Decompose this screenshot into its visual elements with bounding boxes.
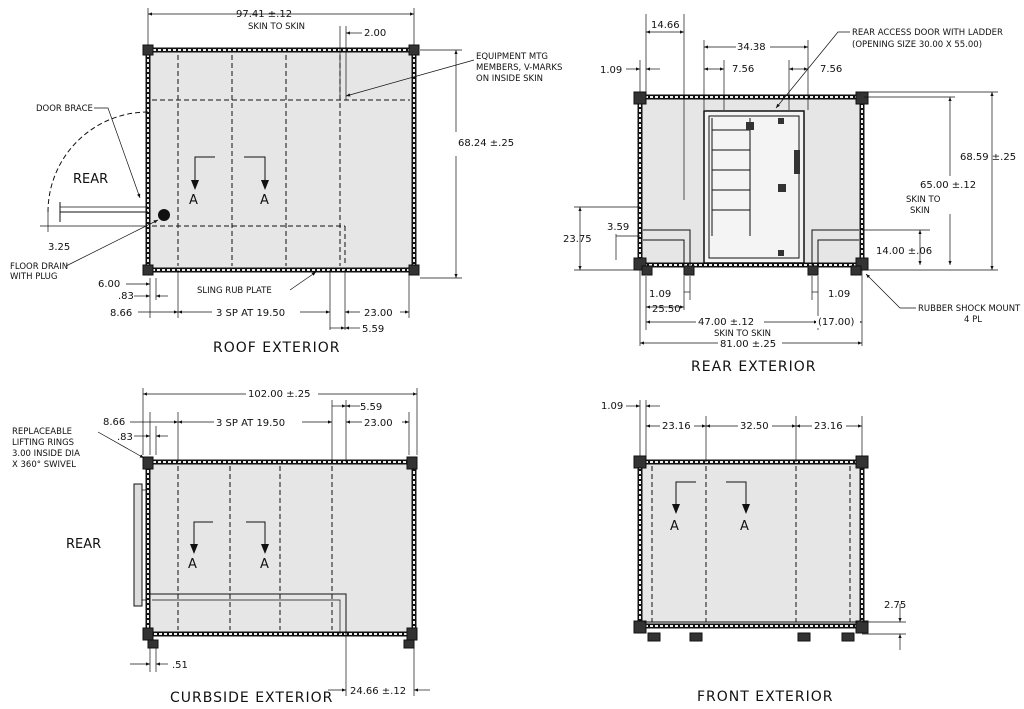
dim-23-16: 23.16	[662, 421, 691, 432]
skin-to-skin-label: SKIN	[910, 206, 930, 216]
skin-to-skin-label: SKIN TO SKIN	[714, 329, 771, 339]
dim-23-00: 23.00	[364, 308, 393, 319]
roof-spacing-dim: 3 SP AT 19.50	[216, 308, 285, 319]
floor-drain-icon	[158, 209, 170, 221]
dim-2-75: 2.75	[884, 600, 906, 611]
roof-exterior-view: A A 97.41 ±.12 SKIN TO SKIN 2.00 EQUIPME…	[10, 8, 562, 356]
section-a-label: A	[670, 519, 679, 534]
sling-rub-label: SLING RUB PLATE	[197, 286, 272, 296]
roof-width-dim: 97.41 ±.12	[236, 9, 292, 20]
rear-label: REAR	[66, 537, 101, 552]
roof-height-dim: 68.24 ±.25	[458, 138, 514, 149]
dim-25-50: 25.50	[652, 304, 681, 315]
door-brace-label: DOOR BRACE	[36, 104, 93, 114]
curbside-panel	[147, 461, 415, 635]
front-panel	[639, 461, 863, 627]
roof-width-sub: SKIN TO SKIN	[248, 22, 305, 32]
dim-0-51: .51	[172, 660, 188, 671]
dim-65-00: 65.00 ±.12	[920, 180, 976, 191]
dim-5-59: 5.59	[362, 324, 384, 335]
dim-5-59: 5.59	[360, 402, 382, 413]
roof-exterior-title: ROOF EXTERIOR	[213, 340, 340, 356]
dim-23-00: 23.00	[364, 418, 393, 429]
corner-fitting-icon	[142, 44, 154, 56]
dim-68-59: 68.59 ±.25	[960, 152, 1016, 163]
rear-label: REAR	[73, 172, 108, 187]
rubber-mount-note: 4 PL	[964, 315, 982, 325]
lifting-rings-note: REPLACEABLE	[12, 427, 72, 437]
section-a-label: A	[260, 557, 269, 572]
dim-47-00: 47.00 ±.12	[698, 317, 754, 328]
front-exterior-title: FRONT EXTERIOR	[697, 689, 833, 705]
curbside-exterior-title: CURBSIDE EXTERIOR	[170, 690, 333, 706]
equipment-note: MEMBERS, V-MARKS	[476, 63, 562, 73]
dim-1-09: 1.09	[828, 289, 850, 300]
corner-fitting-icon	[408, 264, 420, 276]
dim-2-00: 2.00	[364, 28, 386, 39]
dim-3-59: 3.59	[607, 222, 629, 233]
dim-7-56: 7.56	[820, 64, 842, 75]
equipment-note: EQUIPMENT MTG	[476, 52, 548, 62]
rear-access-note: (OPENING SIZE 30.00 X 55.00)	[852, 40, 982, 50]
roof-panel	[147, 49, 415, 271]
dim-81-00: 81.00 ±.25	[720, 339, 776, 350]
dim-3-25: 3.25	[48, 242, 70, 253]
section-a-label: A	[188, 557, 197, 572]
section-a-label: A	[189, 193, 198, 208]
dim-14-66: 14.66	[651, 20, 680, 31]
dim-7-56: 7.56	[732, 64, 754, 75]
dim-8-66: 8.66	[103, 417, 125, 428]
rubber-mount-note: RUBBER SHOCK MOUNT	[918, 304, 1021, 314]
dim-0-83: .83	[117, 432, 133, 443]
floor-drain-label: WITH PLUG	[10, 272, 57, 282]
rear-exterior-view: 14.66 1.09 34.38 7.56 7.56 REAR ACCESS D…	[563, 14, 1021, 375]
section-a-label: A	[260, 193, 269, 208]
front-exterior-view: A A 1.09 23.16 32.50 23.16 2.75 FRONT EX…	[601, 400, 906, 705]
lifting-ring-icon	[406, 456, 418, 470]
dim-14-00: 14.00 ±.06	[876, 246, 932, 257]
skin-to-skin-label: SKIN TO	[906, 195, 941, 205]
dim-24-66: 24.66 ±.12	[350, 686, 406, 697]
dim-6-00: 6.00	[98, 279, 120, 290]
section-a-label: A	[740, 519, 749, 534]
lifting-ring-icon	[142, 456, 154, 470]
dim-32-50: 32.50	[740, 421, 769, 432]
dim-34-38: 34.38	[737, 42, 766, 53]
dim-17-00: (17.00)	[818, 317, 855, 328]
lifting-rings-note: 3.00 INSIDE DIA	[12, 449, 80, 459]
lifting-rings-note: LIFTING RINGS	[12, 438, 74, 448]
dim-1-09: 1.09	[649, 289, 671, 300]
dim-23-16: 23.16	[814, 421, 843, 432]
dim-1-09: 1.09	[601, 401, 623, 412]
equipment-note: ON INSIDE SKIN	[476, 74, 543, 84]
corner-fitting-icon	[142, 264, 154, 276]
rear-access-note: REAR ACCESS DOOR WITH LADDER	[852, 28, 1003, 38]
dim-0-83: .83	[118, 291, 134, 302]
dim-8-66: 8.66	[110, 308, 132, 319]
rear-exterior-title: REAR EXTERIOR	[691, 359, 817, 375]
rear-access-door	[703, 110, 805, 264]
curbside-spacing-dim: 3 SP AT 19.50	[216, 418, 285, 429]
lifting-rings-note: X 360° SWIVEL	[12, 460, 76, 470]
dim-23-75: 23.75	[563, 234, 592, 245]
dim-1-09: 1.09	[600, 65, 622, 76]
curbside-exterior-view: A A 102.00 ±.25 5.59 8.66 3 SP AT 19.50 …	[12, 388, 430, 706]
curbside-width-dim: 102.00 ±.25	[248, 389, 310, 400]
floor-drain-label: FLOOR DRAIN	[10, 262, 68, 272]
corner-fitting-icon	[408, 44, 420, 56]
